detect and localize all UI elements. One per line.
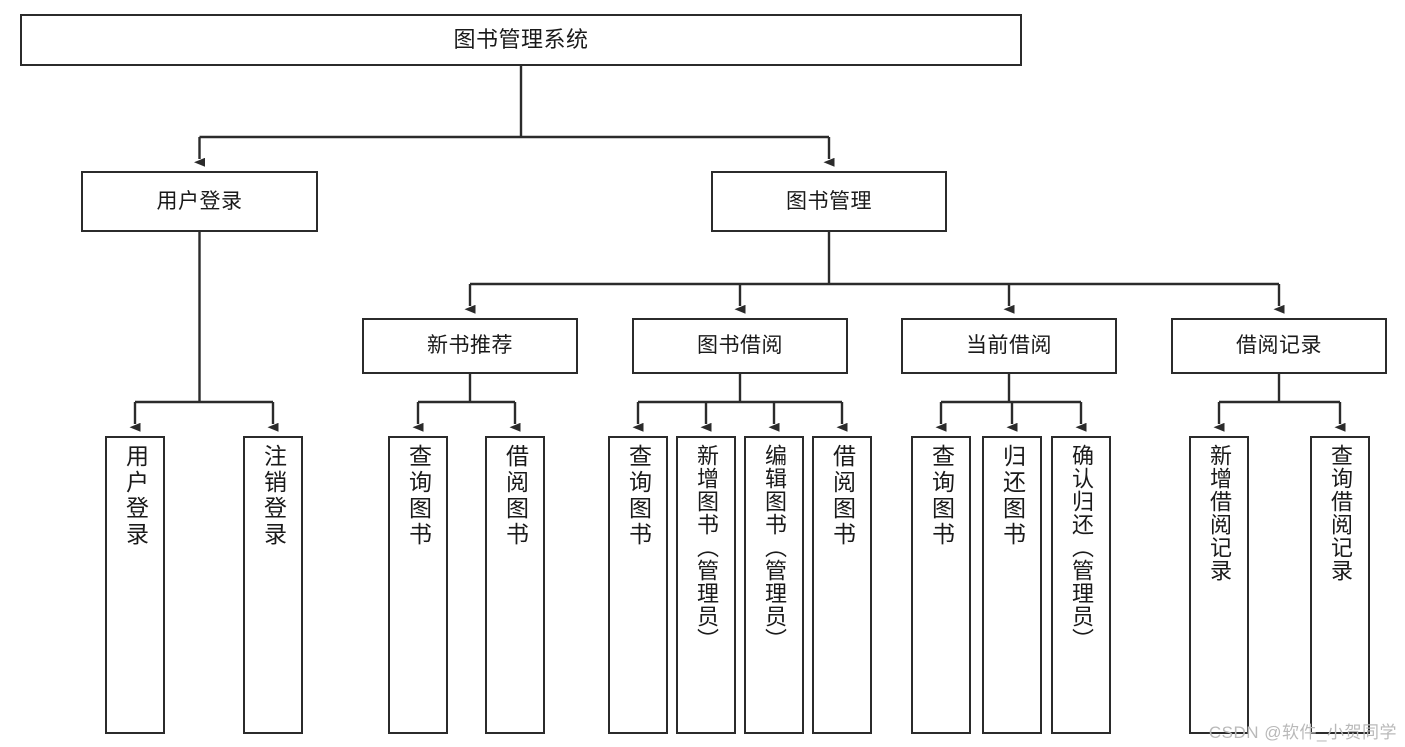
connector-lines [129, 66, 1346, 432]
node-label: 编辑图书（管理员） [762, 444, 787, 651]
node-leaf3[interactable]: 查询图书 [388, 436, 448, 734]
node-current[interactable]: 当前借阅 [901, 318, 1117, 374]
node-newbook[interactable]: 新书推荐 [362, 318, 578, 374]
node-bookmgmt[interactable]: 图书管理 [711, 171, 947, 232]
node-label: 新增借阅记录 [1207, 444, 1232, 582]
node-label: 借阅记录 [1236, 334, 1322, 358]
node-label: 新增图书（管理员） [694, 444, 719, 651]
node-leaf5[interactable]: 查询图书 [608, 436, 668, 734]
node-leaf1[interactable]: 用户登录 [105, 436, 165, 734]
node-label: 查询图书 [405, 444, 432, 548]
node-label: 图书管理系统 [453, 26, 589, 52]
node-leaf13[interactable]: 查询借阅记录 [1310, 436, 1370, 734]
node-root[interactable]: 图书管理系统 [20, 14, 1022, 66]
node-records[interactable]: 借阅记录 [1171, 318, 1387, 374]
node-label: 图书借阅 [697, 334, 783, 358]
node-label: 借阅图书 [829, 444, 856, 548]
node-leaf4[interactable]: 借阅图书 [485, 436, 545, 734]
node-label: 归还图书 [999, 444, 1026, 548]
node-leaf10[interactable]: 归还图书 [982, 436, 1042, 734]
node-label: 用户登录 [122, 444, 149, 548]
node-login[interactable]: 用户登录 [81, 171, 318, 232]
node-leaf6[interactable]: 新增图书（管理员） [676, 436, 736, 734]
node-label: 确认归还（管理员） [1069, 444, 1094, 651]
node-label: 借阅图书 [502, 444, 529, 548]
node-label: 当前借阅 [966, 334, 1052, 358]
node-label: 用户登录 [156, 189, 243, 213]
node-leaf9[interactable]: 查询图书 [911, 436, 971, 734]
node-label: 图书管理 [786, 189, 872, 213]
node-label: 新书推荐 [427, 334, 513, 358]
node-leaf7[interactable]: 编辑图书（管理员） [744, 436, 804, 734]
node-leaf8[interactable]: 借阅图书 [812, 436, 872, 734]
node-label: 注销登录 [260, 444, 287, 548]
node-leaf11[interactable]: 确认归还（管理员） [1051, 436, 1111, 734]
node-label: 查询图书 [928, 444, 955, 548]
node-leaf2[interactable]: 注销登录 [243, 436, 303, 734]
node-label: 查询借阅记录 [1328, 444, 1353, 582]
node-label: 查询图书 [625, 444, 652, 548]
node-borrow[interactable]: 图书借阅 [632, 318, 848, 374]
node-leaf12[interactable]: 新增借阅记录 [1189, 436, 1249, 734]
